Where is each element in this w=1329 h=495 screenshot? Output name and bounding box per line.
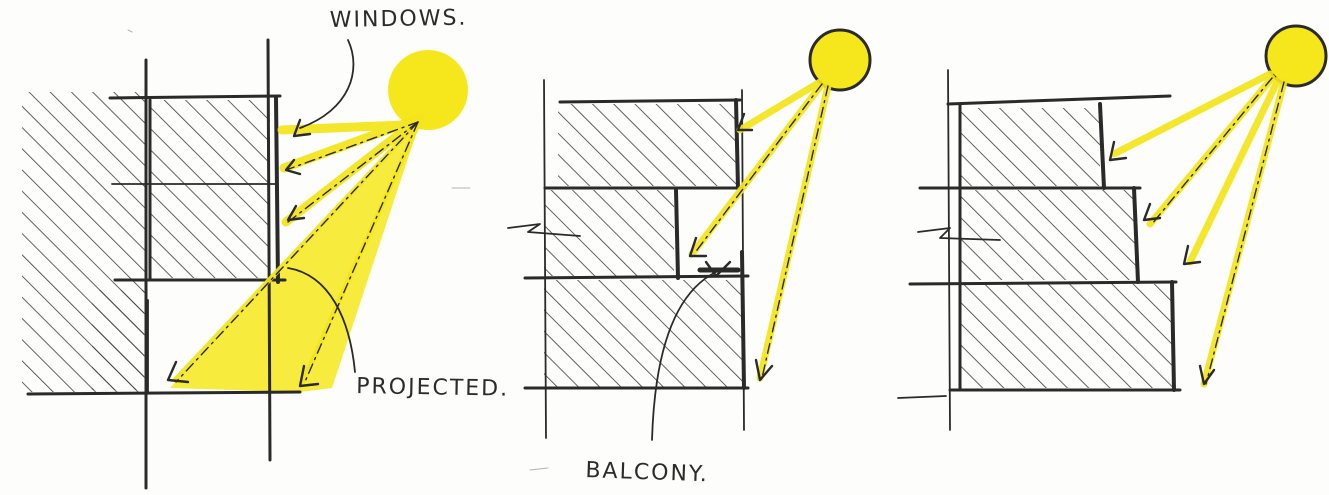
arrow-icon [1142,202,1162,222]
arrow-icon [754,358,774,382]
arrow-icon [298,364,320,388]
balcony-annotation: BALCONY. [585,458,710,488]
arrow-icon [292,118,312,138]
arrow-icon [284,158,302,176]
bottom-floor-hatch [960,284,1172,388]
lower-wall-hatch [92,290,144,390]
sun-icon [388,50,468,130]
panel-windows [22,38,468,490]
projected-leader-line [287,267,356,373]
arrow-icon [1108,140,1128,162]
arrow-icon [688,236,708,258]
top-floor-hatch [558,104,736,186]
panel-stepped [897,24,1328,431]
upper-floor-hatch [150,100,270,278]
arrow-icon [166,360,190,384]
sun-icon [808,28,872,92]
balcony-leader-line [651,271,717,441]
arrow-icon [1198,364,1216,386]
windows-annotation: WINDOWS. [329,5,468,34]
top-floor-hatch [960,108,1100,186]
arrow-icon [704,260,732,278]
arrow-icon [1182,244,1202,266]
middle-floor-hatch [960,190,1136,280]
panel-balcony [507,28,872,441]
sun-icon [1264,24,1328,88]
arrow-icon [736,112,754,132]
projected-annotation: PROJECTED. [356,374,510,402]
arrow-icon [286,204,306,222]
bottom-floor-hatch [544,280,744,388]
windows-leader-line [299,39,355,129]
middle-floor-hatch [544,190,674,276]
